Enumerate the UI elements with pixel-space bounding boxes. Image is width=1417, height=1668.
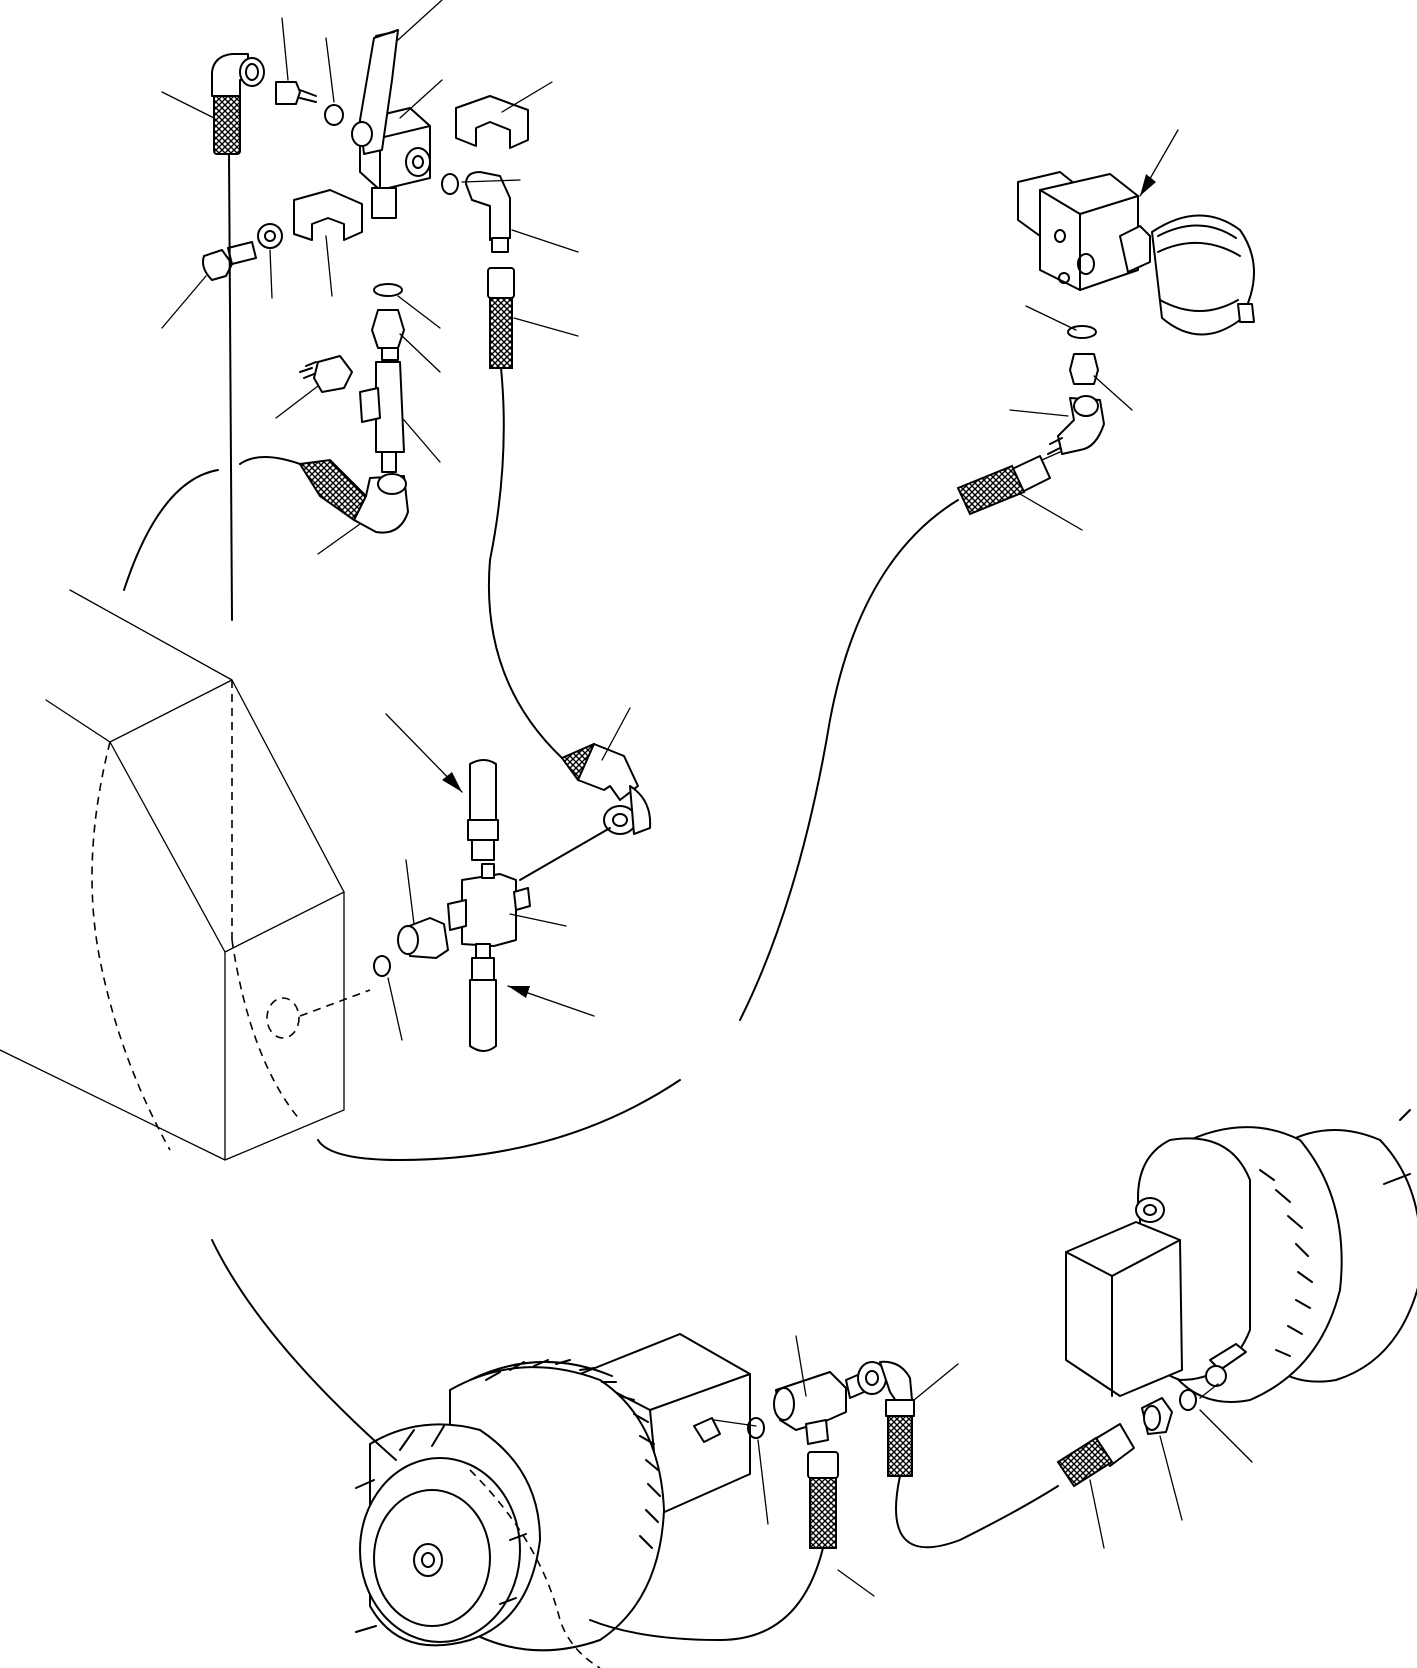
hydraulic-lines xyxy=(123,153,1219,1641)
wheel-motor-left xyxy=(355,1333,751,1668)
cross-body xyxy=(461,873,517,947)
hose-end-right xyxy=(489,297,513,369)
leader-lines xyxy=(161,0,1253,1597)
accumulator-valve-top-right xyxy=(956,171,1255,516)
hose-end-bottom-2 xyxy=(887,1415,913,1477)
bolt xyxy=(202,249,233,281)
center-cross-fitting xyxy=(373,742,652,1052)
hose-end-lower xyxy=(298,458,368,522)
wheel-motor-right xyxy=(1065,1109,1417,1403)
elbow-fitting-right xyxy=(465,171,511,241)
clamp-upper xyxy=(455,95,529,149)
arrow-head-icon xyxy=(1140,174,1156,196)
adapter-top-right xyxy=(1069,353,1099,385)
o-ring-center xyxy=(373,283,403,297)
lever-handle xyxy=(359,29,399,155)
o-ring-cross xyxy=(373,955,391,977)
clamp-lower xyxy=(293,189,363,241)
pressure-switch xyxy=(313,355,353,393)
adapter-center xyxy=(371,309,405,349)
tee-body-bottom xyxy=(775,1371,847,1431)
o-ring-bottom-1 xyxy=(747,1417,765,1439)
direction-arrows xyxy=(385,129,1179,1017)
valve-assembly-top-left xyxy=(202,29,529,534)
o-ring-bottom-2 xyxy=(1179,1389,1197,1411)
fittings-bottom-right xyxy=(1056,1389,1197,1488)
valve-outlet xyxy=(371,187,397,219)
o-ring-top-2 xyxy=(441,173,459,195)
motor-block-right xyxy=(1065,1221,1183,1397)
adapter-top xyxy=(275,81,301,105)
hose-end-bottom xyxy=(809,1477,837,1549)
o-ring-top-right xyxy=(1067,325,1097,339)
transmission-housing xyxy=(0,589,371,1161)
hose-end-top-right xyxy=(956,464,1026,516)
tee-fitting-top xyxy=(375,361,405,453)
hose-end-bottom-right xyxy=(1056,1436,1114,1488)
o-ring-top-1 xyxy=(324,104,344,126)
tee-fitting-bottom xyxy=(747,1360,915,1549)
arrow-head-icon xyxy=(442,772,462,792)
arrow-head-icon xyxy=(508,986,530,998)
